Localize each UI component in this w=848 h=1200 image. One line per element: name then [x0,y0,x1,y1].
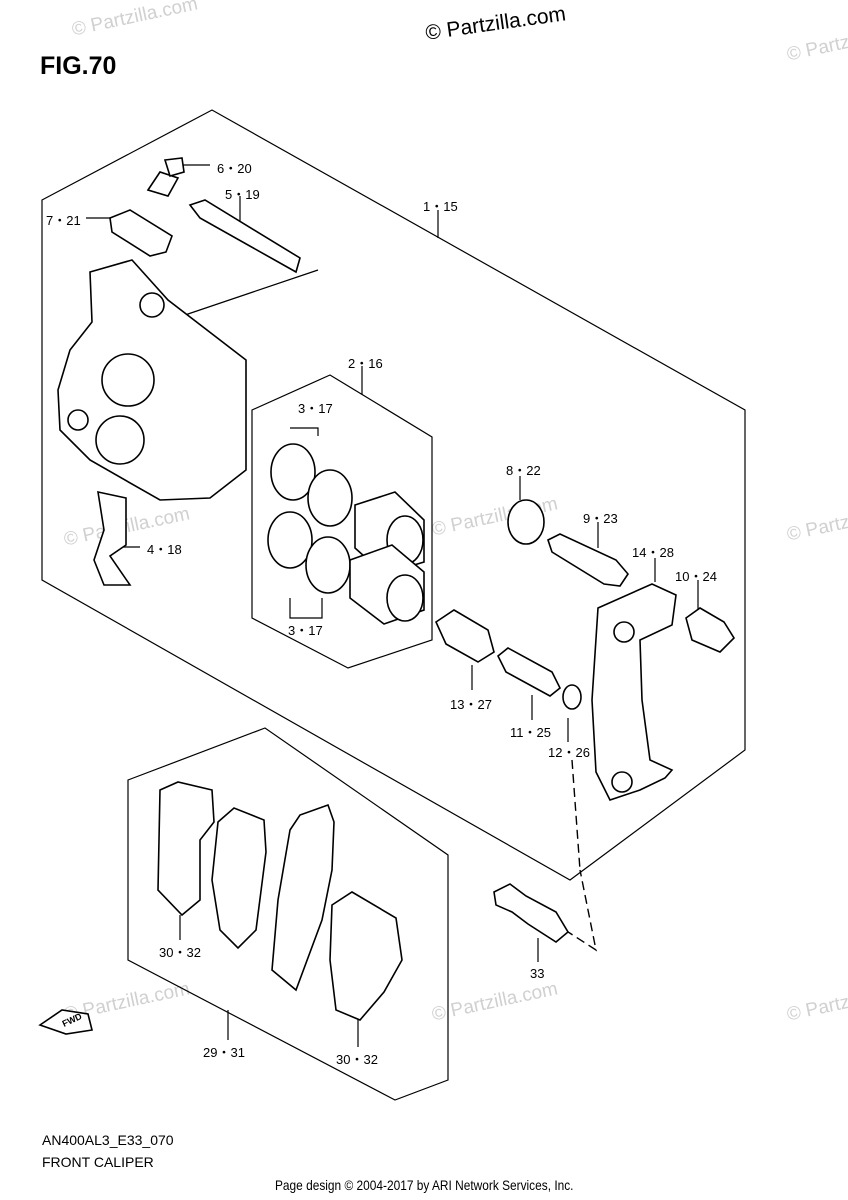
mounting-bolt [493,883,570,943]
slide-pin-bracket [496,647,562,697]
brake-pad [157,781,215,917]
callout-1-15[interactable]: 1・15 [423,199,458,214]
callout-10-24[interactable]: 10・24 [675,569,717,584]
callout-7-21[interactable]: 7・21 [46,213,81,228]
assembly-boundary [41,109,746,881]
piston-set-boundary [251,374,433,669]
brake-pad [329,891,403,1021]
boot [434,609,495,663]
caliper-bracket [591,583,677,801]
callout-30-32-left[interactable]: 30・32 [159,945,201,960]
callout-13-27[interactable]: 13・27 [450,697,492,712]
fwd-arrow-icon [38,1009,93,1035]
pad-spring [93,490,132,586]
callout-29-31[interactable]: 29・31 [203,1045,245,1060]
dust-boot [507,499,545,545]
brake-pad [271,803,335,992]
callout-8-22[interactable]: 8・22 [506,463,541,478]
callout-5-19[interactable]: 5・19 [225,187,260,202]
page-footer: Page design © 2004-2017 by ARI Network S… [275,1177,574,1193]
figure-caption: FRONT CALIPER [42,1154,154,1170]
model-code: AN400AL3_E33_070 [42,1132,174,1148]
slide-pin [188,199,301,274]
callout-4-18[interactable]: 4・18 [147,542,182,557]
callout-14-28[interactable]: 14・28 [632,545,674,560]
callout-3-17-top[interactable]: 3・17 [298,401,333,416]
callout-6-20[interactable]: 6・20 [217,161,252,176]
callout-12-26[interactable]: 12・26 [548,745,590,760]
sleeve [685,607,736,653]
pad-set-boundary [127,727,449,1101]
bleeder-screw [146,171,180,197]
callout-30-32-right[interactable]: 30・32 [336,1052,378,1067]
brake-pad [211,807,267,950]
washer [562,684,582,710]
callout-2-16[interactable]: 2・16 [348,356,383,371]
bleeder-cap [109,209,173,257]
callout-3-17-bottom[interactable]: 3・17 [288,623,323,638]
caliper-pin [547,533,630,587]
figure-title: FIG.70 [40,52,117,80]
callout-9-23[interactable]: 9・23 [583,511,618,526]
callout-11-25[interactable]: 11・25 [510,725,551,740]
callout-33[interactable]: 33 [530,966,545,981]
